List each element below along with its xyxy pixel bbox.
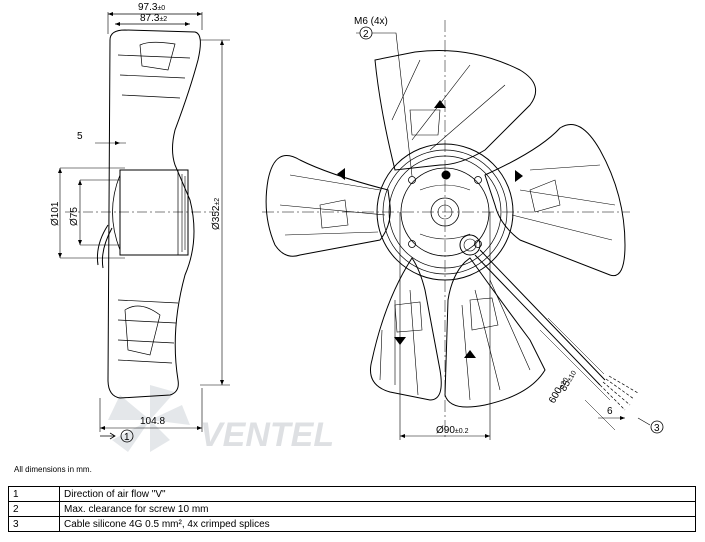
- dim-offset: 5: [77, 131, 83, 142]
- legend-text: Direction of air flow "V": [59, 486, 696, 502]
- legend-text: Cable silicone 4G 0.5 mm², 4x crimped sp…: [59, 516, 696, 532]
- dim-inner-depth: 87.3±2: [140, 13, 167, 24]
- legend-row: 2 Max. clearance for screw 10 mm: [8, 501, 696, 517]
- dim-dia-75: Ø75: [69, 207, 80, 226]
- callout-1-label: 1: [124, 432, 130, 443]
- cable-gland: [459, 234, 481, 256]
- legend-number: 3: [8, 516, 60, 532]
- legend-table: 1 Direction of air flow "V" 2 Max. clear…: [8, 486, 696, 532]
- dim-cable-6: 6: [607, 406, 613, 417]
- watermark-text: VENTEL: [200, 416, 334, 454]
- dim-dia-352: Ø352±2: [211, 198, 222, 230]
- side-view-motor: [119, 169, 189, 256]
- front-view-blades: [265, 50, 626, 408]
- dim-inner-depth-tolerance: ±2: [159, 16, 167, 23]
- blade-left: [265, 155, 391, 257]
- blade-top: [374, 50, 537, 171]
- dim-cable-85-tolerance: ±10: [566, 370, 578, 384]
- callout-1: 1: [120, 429, 134, 443]
- legend-text: Max. clearance for screw 10 mm: [59, 501, 696, 517]
- dim-dia-352-tolerance: ±2: [214, 198, 221, 206]
- blade-bottom-left: [370, 257, 442, 401]
- legend-number: 2: [8, 501, 60, 517]
- dim-dia-90: Ø90±0.2: [436, 425, 469, 436]
- dim-dia-90-tolerance: ±0.2: [455, 428, 469, 435]
- legend-row: 3 Cable silicone 4G 0.5 mm², 4x crimped …: [8, 516, 696, 532]
- legend-number: 1: [8, 486, 60, 502]
- side-view-blade-outline: [107, 29, 201, 399]
- legend-row: 1 Direction of air flow "V": [8, 486, 696, 502]
- dim-screw: M6 (4x): [354, 16, 388, 27]
- units-note: All dimensions in mm.: [14, 465, 92, 474]
- fan-technical-drawing: VENTEL: [50, 2, 664, 454]
- dim-bottom-width: 104.8: [140, 416, 165, 427]
- blade-bottom-right: [444, 257, 546, 408]
- callout-2: 2: [359, 26, 373, 40]
- hub-rotor: [400, 167, 490, 257]
- side-view: [58, 12, 230, 440]
- front-view: [262, 20, 651, 440]
- blade-right: [484, 124, 626, 277]
- dim-dia-101: Ø101: [50, 201, 61, 226]
- callout-2-label: 2: [363, 29, 369, 40]
- hub-outer: [376, 143, 514, 281]
- dim-overall-depth-tolerance: ±0: [157, 5, 165, 12]
- side-view-cable: [97, 224, 113, 269]
- callout-3: 3: [650, 420, 664, 434]
- callout-3-label: 3: [654, 423, 660, 434]
- front-view-cable: [474, 249, 606, 386]
- dim-overall-depth: 97.3±0: [138, 2, 165, 13]
- screw-holes: [408, 176, 482, 248]
